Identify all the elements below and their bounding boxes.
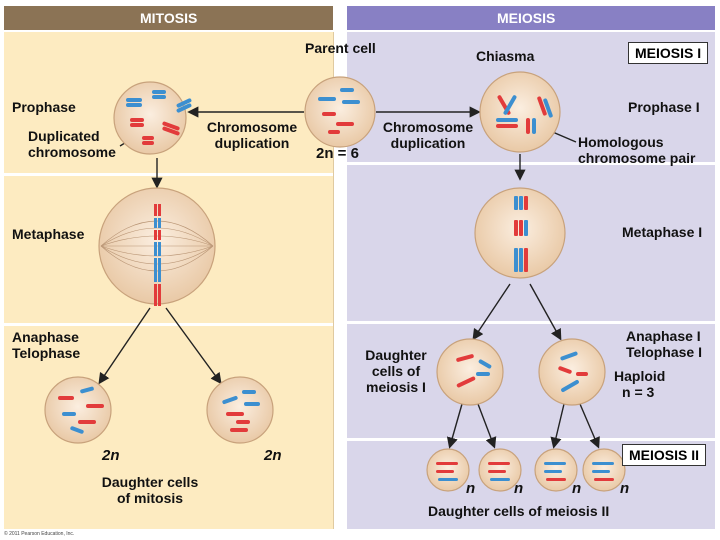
daughter-m1-line-3: meiosis I (366, 379, 426, 395)
haploid-label: Haploid n = 3 (614, 368, 665, 400)
meiosis-header: MEIOSIS (347, 6, 715, 30)
meiosis-duplication-line-2: duplication (390, 135, 466, 151)
mitosis-header-label: MITOSIS (140, 10, 198, 26)
parent-cell-label: Parent cell (305, 40, 376, 56)
mitosis-daughter-right-chromosomes (222, 390, 260, 432)
anaphase-telophase-1-label: Anaphase I Telophase I (626, 328, 702, 360)
meiosis-duplication-label: Chromosome duplication (376, 119, 480, 151)
homologous-line-1: Homologous (578, 134, 664, 150)
duplicated-line-2: chromosome (28, 144, 116, 160)
mitosis-2n-left: 2n (102, 447, 120, 464)
arrow-mitosis-right (165, 307, 222, 385)
arrow-m2-c (550, 403, 565, 449)
copyright: © 2011 Pearson Education, Inc. (4, 531, 75, 537)
mitosis-divider-2 (4, 323, 333, 326)
mitosis-daughter-left (44, 376, 112, 444)
meiosis-2-daughter-chromosomes (436, 462, 614, 481)
meiosis-prophase-chromosomes (496, 95, 553, 134)
meiosis-duplication-line-1: Chromosome (382, 119, 474, 135)
n-label-4: n (620, 480, 630, 497)
meiosis-prophase-cell (479, 71, 561, 153)
parent-cell (304, 76, 376, 148)
meiosis-1-box: MEIOSIS I (628, 42, 709, 64)
meiosis-1-daughter-right (538, 338, 606, 406)
mitosis-header: MITOSIS (4, 6, 333, 30)
arrow-m2-a (446, 403, 463, 449)
mitosis-prophase-label: Prophase (12, 99, 76, 115)
meiosis-metaphase-chromosomes (514, 196, 528, 272)
mitosis-anaphase-line: Anaphase (12, 329, 79, 345)
daughter-cells-meiosis-1-label: Daughter cells of meiosis I (358, 347, 434, 395)
n-label-1: n (466, 480, 476, 497)
prophase-1-label: Prophase I (628, 99, 700, 115)
telophase-1-line: Telophase I (626, 344, 702, 360)
haploid-line-2: n = 3 (622, 384, 655, 400)
haploid-line-1: Haploid (614, 368, 666, 384)
mitosis-duplication-line-1: Chromosome (206, 119, 298, 135)
daughter-m1-line-2: cells of (371, 363, 421, 379)
homologous-line-2: chromosome pair (578, 150, 696, 166)
arrow-meiosis-1-left (472, 283, 511, 341)
daughter-cells-meiosis-2-label: Daughter cells of meiosis II (428, 503, 610, 519)
arrow-m2-b (477, 403, 497, 449)
meiosis-divider-3 (347, 438, 715, 441)
mitosis-daughter-right (206, 376, 274, 444)
duplicated-line-1: Duplicated (28, 128, 100, 144)
mitosis-daughter-cells-label: Daughter cells of mitosis (96, 474, 204, 506)
mitosis-duplication-label: Chromosome duplication (200, 119, 304, 151)
duplicated-chromosome-label: Duplicated chromosome (28, 128, 116, 160)
mitosis-metaphase-label: Metaphase (12, 226, 85, 242)
two-n-label: 2n = 6 (316, 145, 359, 162)
meiosis-1-daughter-left (436, 338, 504, 406)
anaphase-1-line: Anaphase I (626, 328, 701, 344)
metaphase-1-label: Metaphase I (622, 224, 703, 240)
n-label-3: n (572, 480, 582, 497)
mitosis-duplication-line-2: duplication (214, 135, 290, 151)
mitosis-divider-1 (4, 173, 333, 176)
meiosis-header-label: MEIOSIS (497, 10, 556, 26)
meiosis-1-daughter-right-chromosomes (558, 351, 588, 392)
arrow-meiosis-1-right (529, 283, 562, 341)
homologous-pair-label: Homologous chromosome pair (578, 134, 695, 166)
mitosis-daughter-line-2: of mitosis (116, 490, 184, 506)
meiosis-2-box: MEIOSIS II (622, 444, 707, 466)
n-label-2: n (514, 480, 524, 497)
arrow-m2-d (579, 403, 600, 449)
mitosis-metaphase-chromosomes (154, 204, 161, 306)
parent-chromosomes (318, 88, 360, 134)
chromosomes (58, 88, 614, 481)
meiosis-1-daughter-left-chromosomes (456, 354, 492, 388)
arrow-mitosis-left (98, 307, 151, 385)
mitosis-daughter-left-chromosomes (58, 386, 104, 434)
mitosis-prophase-chromosomes (126, 90, 192, 145)
daughter-m1-line-1: Daughter (365, 347, 427, 363)
meiosis-divider-2 (347, 321, 715, 324)
mitosis-anaphase-telophase-label: Anaphase Telophase (12, 329, 80, 361)
chiasma-label: Chiasma (476, 48, 535, 64)
mitosis-2n-right: 2n (264, 447, 282, 464)
mitosis-daughter-line-1: Daughter cells (101, 474, 199, 490)
mitosis-telophase-line: Telophase (12, 345, 81, 361)
meiosis-divider-1 (347, 162, 715, 165)
